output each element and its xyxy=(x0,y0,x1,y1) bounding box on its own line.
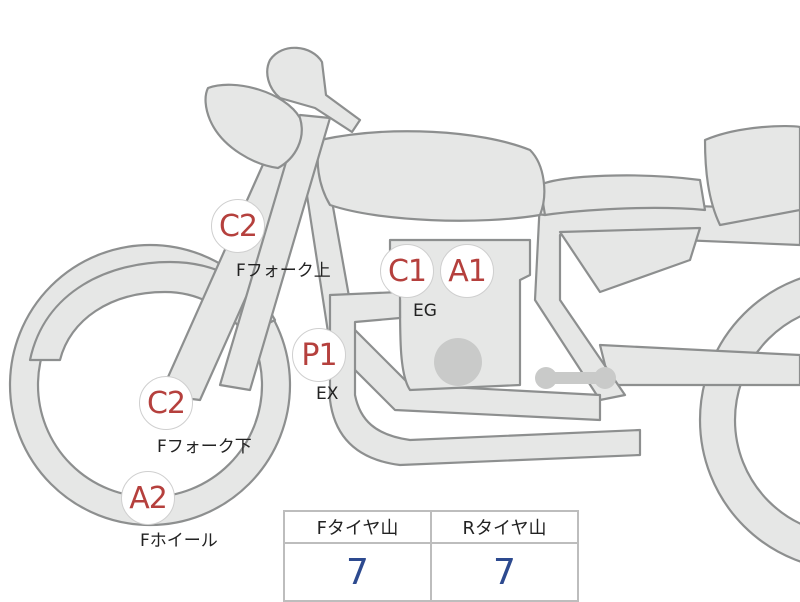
label-fork-lower: Fフォーク下 xyxy=(157,437,252,457)
foot-peg xyxy=(535,367,616,389)
headlight xyxy=(204,83,303,170)
front-tire-value: 7 xyxy=(283,542,432,602)
exhaust-pipe xyxy=(328,290,642,467)
label-exhaust: EX xyxy=(316,384,339,404)
handlebar xyxy=(266,46,362,134)
front-tire-header: Fタイヤ山 xyxy=(283,510,432,544)
label-fork-upper: Fフォーク上 xyxy=(236,261,331,281)
tail-cowl xyxy=(703,124,800,227)
marker-engine-a[interactable]: A1 xyxy=(440,244,494,298)
rear-wheel xyxy=(698,277,800,563)
side-cover xyxy=(558,226,702,294)
label-front-wheel: Fホイール xyxy=(140,531,218,551)
marker-engine-c[interactable]: C1 xyxy=(380,244,434,298)
engine-cover xyxy=(434,338,482,386)
rear-tire-value: 7 xyxy=(430,542,579,602)
tire-tread-table: Fタイヤ山 Rタイヤ山 7 7 xyxy=(283,510,579,602)
marker-exhaust[interactable]: P1 xyxy=(292,328,346,382)
front-fork-rear xyxy=(218,113,332,392)
tire-table-value-row: 7 7 xyxy=(283,542,579,602)
label-engine: EG xyxy=(413,301,437,321)
seat xyxy=(538,174,707,217)
marker-fork-upper[interactable]: C2 xyxy=(211,199,265,253)
rear-tire-header: Rタイヤ山 xyxy=(430,510,579,544)
marker-fork-lower[interactable]: C2 xyxy=(139,376,193,430)
tire-table-header-row: Fタイヤ山 Rタイヤ山 xyxy=(283,510,579,544)
fuel-tank xyxy=(316,130,546,222)
rear-frame xyxy=(533,198,800,402)
marker-front-wheel[interactable]: A2 xyxy=(121,471,175,525)
